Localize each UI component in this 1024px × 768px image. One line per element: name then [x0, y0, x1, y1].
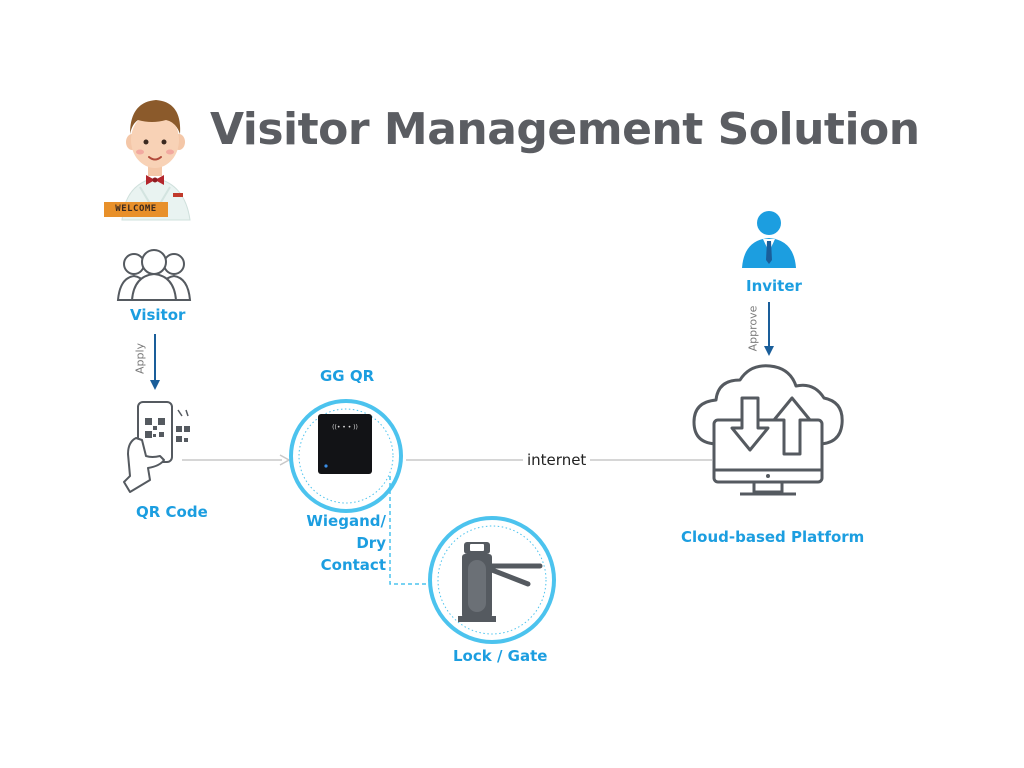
wiegand-dashed-connector [389, 476, 430, 585]
internet-label: internet [523, 451, 591, 469]
visitor-label: Visitor [130, 306, 186, 324]
welcome-badge-text: WELCOME [115, 204, 157, 214]
cloud-platform-label: Cloud-based Platform [681, 528, 865, 546]
inviter-person-icon [742, 211, 796, 268]
qr-phone-icon [123, 401, 190, 493]
gg-qr-reader-icon: ((• • • )) [289, 399, 403, 513]
receptionist-illustration [104, 100, 191, 221]
gg-qr-label: GG QR [320, 367, 375, 385]
approve-arrow [764, 302, 774, 356]
apply-label: Apply [133, 342, 147, 375]
cloud-platform-icon [692, 364, 844, 496]
svg-text:((• • • )): ((• • • )) [332, 424, 358, 431]
qr-code-label: QR Code [136, 503, 208, 521]
wiegand-label-line2: Dry [356, 534, 386, 552]
page-title: Visitor Management Solution [210, 104, 920, 155]
wiegand-label-line1: Wiegand/ [306, 512, 386, 530]
qr-to-reader-arrow [182, 454, 291, 466]
inviter-label: Inviter [746, 277, 802, 295]
lock-gate-label: Lock / Gate [453, 647, 548, 665]
apply-arrow [150, 334, 160, 390]
visitor-group-icon [116, 249, 192, 301]
approve-label: Approve [746, 305, 760, 352]
wiegand-label-line3: Contact [320, 556, 386, 574]
turnstile-gate-icon [428, 516, 556, 644]
